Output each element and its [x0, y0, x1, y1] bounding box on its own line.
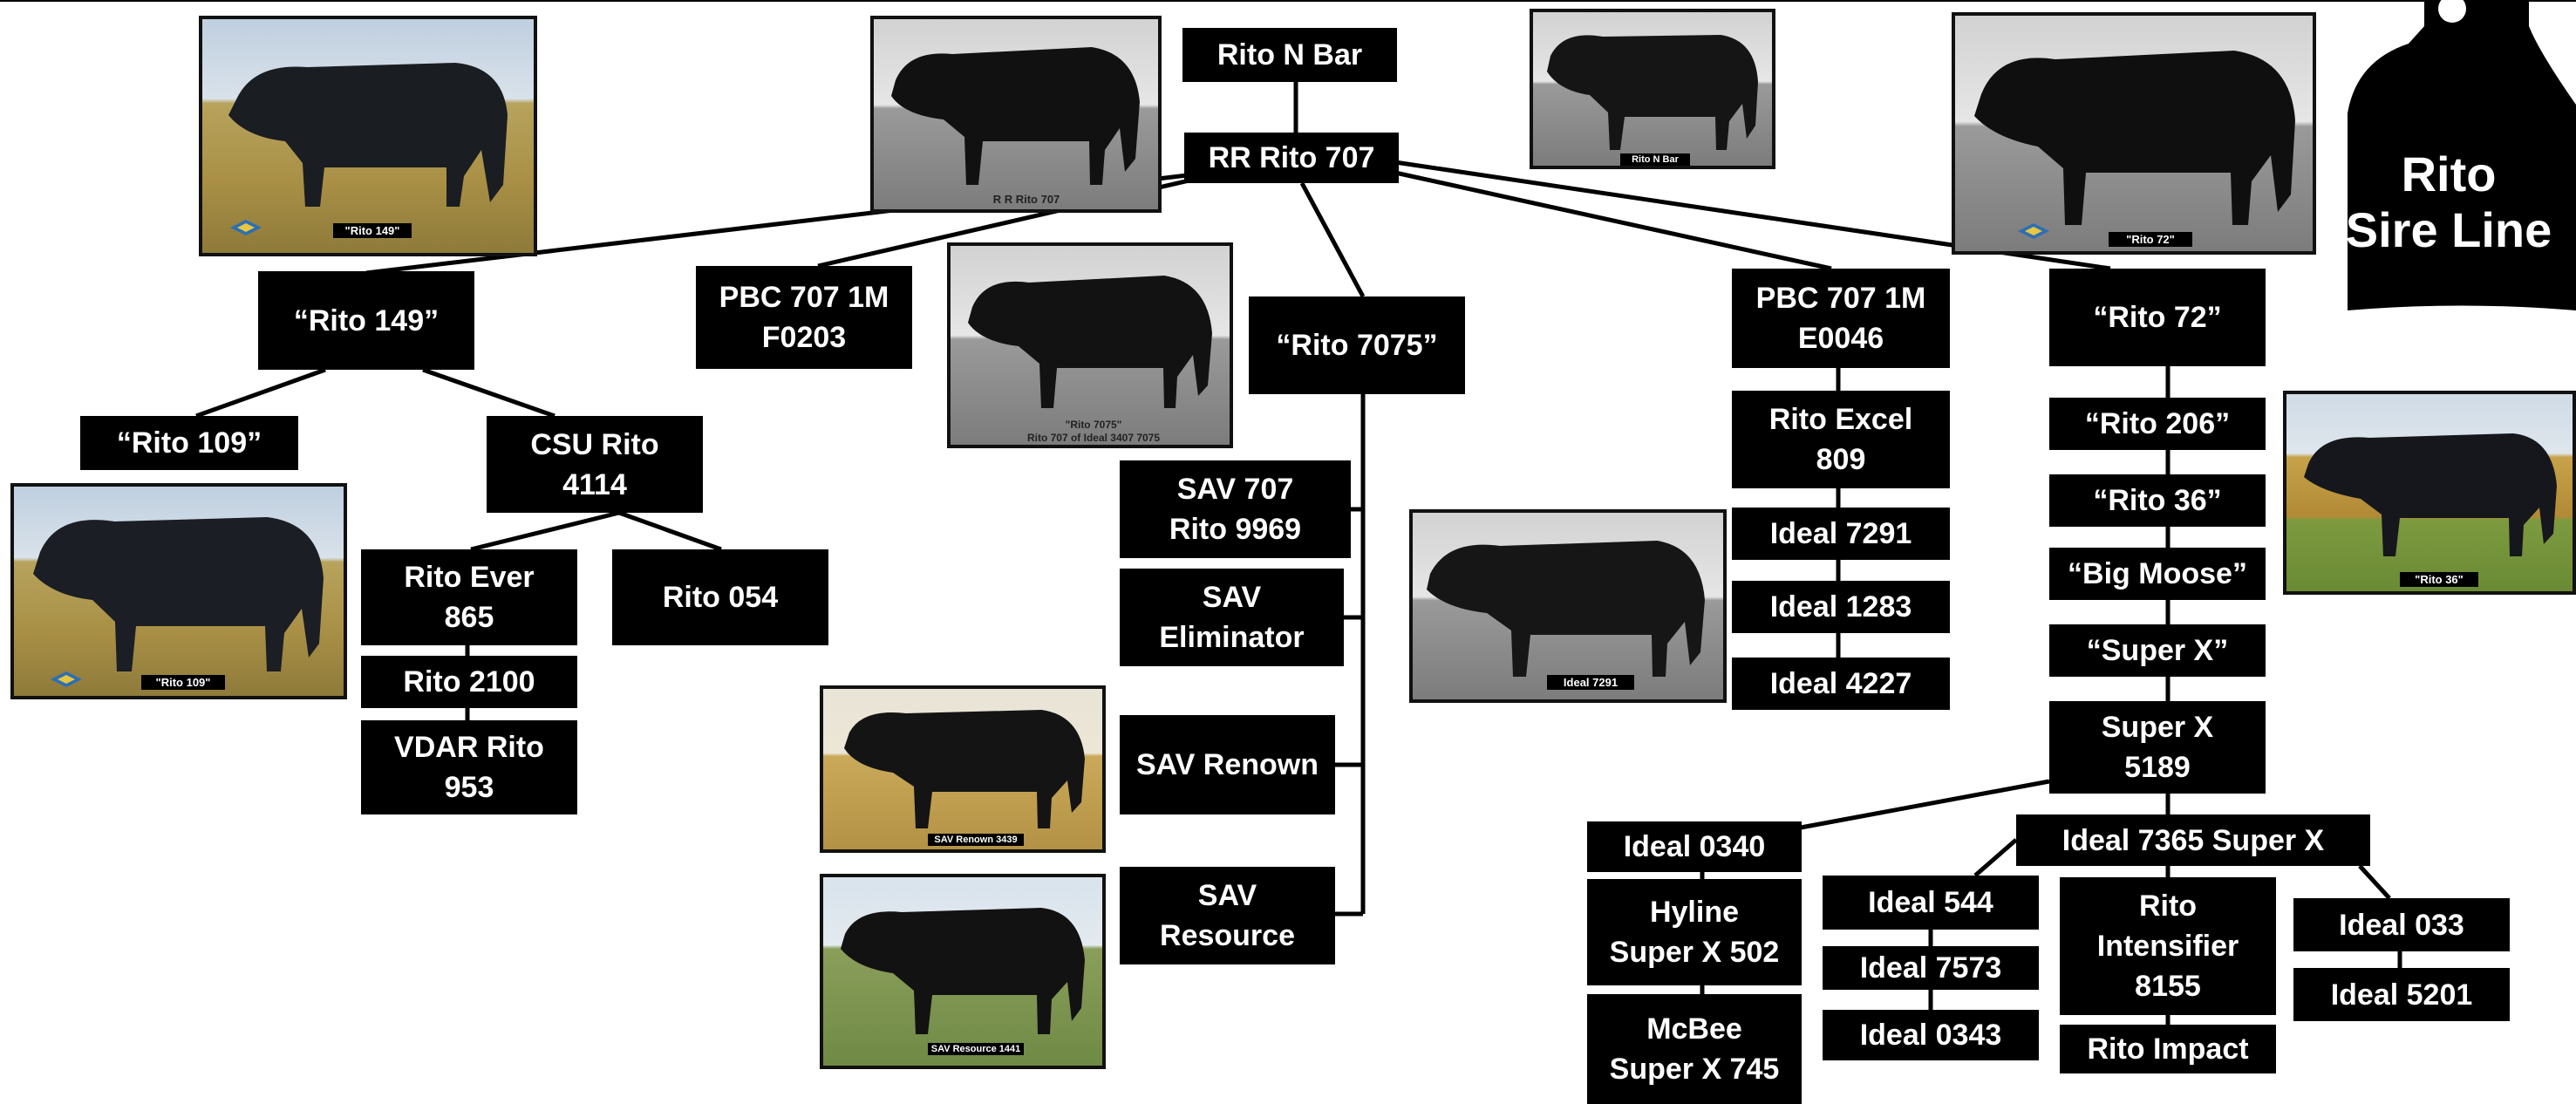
photo-caption: "Rito 72" [2109, 232, 2192, 247]
node-ideal-7365-super-x: Ideal 7365 Super X [2016, 814, 2370, 866]
line-149-109 [195, 367, 326, 419]
node-pbc-707-1m-e0046: PBC 707 1M E0046 [1732, 269, 1950, 368]
photo-caption: Rito N Bar [1620, 153, 1690, 166]
line-707-e0046 [1394, 170, 1832, 271]
node-ideal-7573: Ideal 7573 [1823, 946, 2039, 990]
ear-tag-icon [2348, 0, 2576, 310]
photo-rito-7075: "Rito 7075" Rito 707 of Ideal 3407 7075 [947, 242, 1233, 448]
bull-silhouette [228, 63, 508, 207]
photo-caption: "Rito 149" [333, 223, 412, 238]
photo-rito-149: "Rito 149" [199, 16, 537, 256]
node-rito-109: “Rito 109” [80, 416, 298, 470]
photo-sav-renown: SAV Renown 3439 [820, 685, 1106, 853]
node-rito-n-bar: Rito N Bar [1182, 28, 1397, 82]
node-rito-intensifier-8155: Rito Intensifier 8155 [2060, 877, 2276, 1015]
node-rito-72: “Rito 72” [2049, 269, 2266, 366]
photo-caption: "Rito 36" [2400, 572, 2478, 587]
node-ideal-1283: Ideal 1283 [1732, 581, 1950, 633]
node-rito-7075: “Rito 7075” [1249, 296, 1465, 394]
photo-caption: Ideal 7291 [1547, 675, 1634, 690]
photo-caption: "Rito 109" [141, 675, 225, 690]
bull-silhouette [33, 517, 324, 671]
ranch-logo-icon [49, 670, 84, 689]
node-csu-rito-4114: CSU Rito 4114 [487, 416, 703, 513]
sire-line-title: Rito Sire Line [2345, 147, 2552, 257]
photo-rito-n-bar: Rito N Bar [1530, 9, 1775, 169]
photo-rr-rito-707: R R Rito 707 [870, 16, 1162, 213]
line-7365-544 [1973, 838, 2018, 877]
line-149-4114 [422, 367, 555, 419]
node-ideal-7291: Ideal 7291 [1732, 508, 1950, 560]
photo-sav-resource: SAV Resource 1441 [820, 874, 1106, 1069]
bull-silhouette [2304, 433, 2557, 556]
top-border [0, 0, 2576, 2]
node-ideal-0343: Ideal 0343 [1823, 1010, 2039, 1060]
photo-caption: SAV Renown 3439 [928, 834, 1024, 846]
node-ideal-544: Ideal 544 [1823, 876, 2039, 930]
bull-silhouette [1427, 541, 1705, 677]
node-hyline-super-x-502: Hyline Super X 502 [1587, 879, 1802, 985]
node-pbc-707-1m-f0203: PBC 707 1M F0203 [696, 266, 912, 369]
line-707-f0203 [817, 167, 1239, 269]
photo-ideal-7291: Ideal 7291 [1409, 509, 1727, 703]
line-707-7075 [1299, 181, 1366, 298]
node-rito-ever-865: Rito Ever 865 [361, 549, 577, 645]
photo-caption: "Rito 7075" Rito 707 of Ideal 3407 7075 [1026, 419, 1161, 444]
photo-caption: R R Rito 707 [992, 193, 1060, 206]
node-rito-36: “Rito 36” [2049, 474, 2266, 527]
node-sav-resource: SAV Resource [1120, 867, 1335, 964]
node-sav-eliminator: SAV Eliminator [1120, 569, 1344, 666]
line-7365-033 [2358, 864, 2391, 900]
bull-silhouette [841, 908, 1085, 1034]
bull-silhouette [844, 710, 1085, 828]
node-big-moose: “Big Moose” [2049, 548, 2266, 600]
bull-silhouette [1547, 35, 1758, 150]
bull-silhouette [1974, 51, 2295, 225]
bull-silhouette [968, 276, 1212, 408]
ranch-logo-icon [228, 218, 263, 237]
node-ideal-033: Ideal 033 [2293, 898, 2510, 951]
line-4114-865 [470, 510, 620, 552]
photo-rito-72: "Rito 72" [1952, 12, 2316, 255]
node-sav-707-rito-9969: SAV 707 Rito 9969 [1120, 460, 1351, 558]
node-rr-rito-707: RR Rito 707 [1184, 133, 1399, 183]
photo-rito-109: "Rito 109" [10, 483, 347, 699]
bull-silhouette [891, 47, 1140, 185]
photo-caption: SAV Resource 1441 [928, 1043, 1024, 1055]
node-ideal-5201: Ideal 5201 [2293, 968, 2510, 1021]
ranch-logo-icon [2016, 221, 2051, 241]
node-rito-149: “Rito 149” [258, 271, 474, 370]
node-vdar-rito-953: VDAR Rito 953 [361, 720, 577, 814]
node-ideal-4227: Ideal 4227 [1732, 658, 1950, 710]
node-mcbee-super-x-745: McBee Super X 745 [1587, 994, 1802, 1104]
node-super-x-5189: Super X 5189 [2049, 701, 2266, 794]
node-rito-2100: Rito 2100 [361, 656, 577, 708]
node-rito-206: “Rito 206” [2049, 398, 2266, 450]
line-4114-054 [618, 510, 722, 552]
node-rito-impact: Rito Impact [2060, 1025, 2276, 1073]
node-rito-excel-809: Rito Excel 809 [1732, 391, 1950, 488]
node-ideal-0340: Ideal 0340 [1587, 821, 1802, 872]
line-5189-0340 [1800, 779, 2050, 830]
node-super-x: “Super X” [2049, 624, 2266, 677]
node-rito-054: Rito 054 [612, 549, 828, 645]
node-sav-renown: SAV Renown [1120, 715, 1335, 814]
photo-rito-36: "Rito 36" [2283, 391, 2576, 595]
